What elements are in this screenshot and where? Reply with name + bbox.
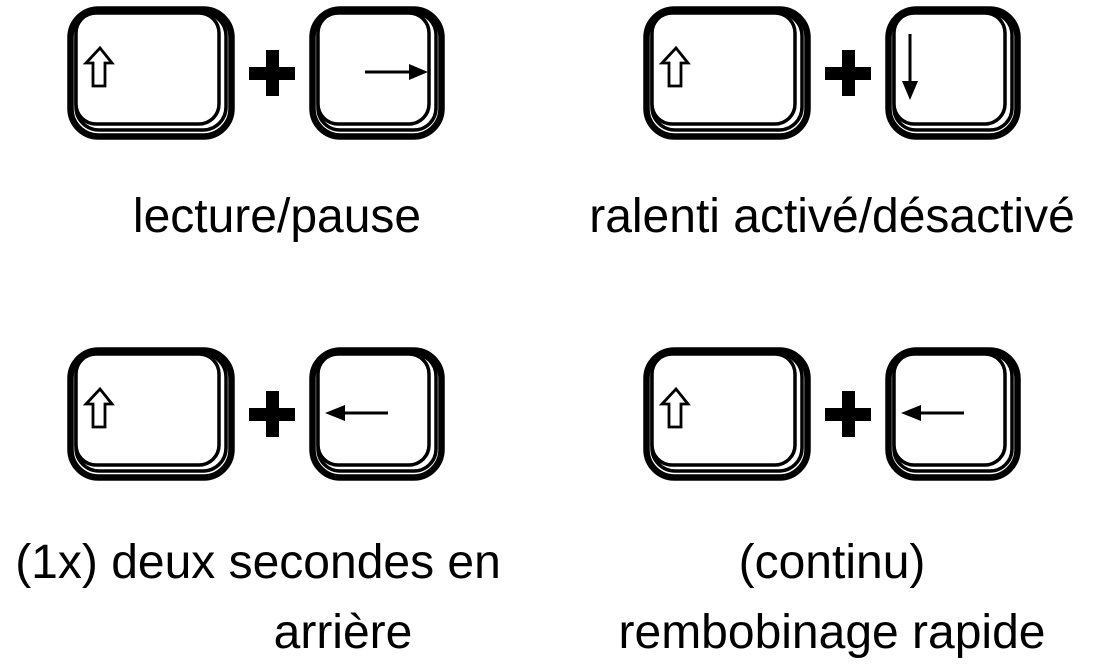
- shortcut-cell-play-pause: lecture/pause: [0, 0, 554, 335]
- down-arrow-head: [902, 81, 918, 100]
- shortcut-caption: (continu) rembobinage rapide: [555, 528, 1109, 668]
- key-cap-outline: [74, 352, 221, 467]
- arrow-left-key-icon: [309, 347, 445, 481]
- key-combo: [643, 6, 1021, 140]
- shift-key-icon: [643, 6, 811, 140]
- shortcut-caption: ralenti activé/désactivé: [555, 182, 1109, 252]
- caption-line: arrière: [273, 606, 413, 659]
- arrow-down-key-icon: [885, 6, 1021, 140]
- key-cap-outline: [892, 11, 1007, 126]
- shift-key-icon: [643, 347, 811, 481]
- key-combo: [67, 6, 445, 140]
- key-cap-outline: [316, 11, 431, 126]
- shift-arrow-glyph: [82, 386, 115, 429]
- plus-separator-icon: [249, 50, 295, 96]
- caption-line: (continu): [738, 536, 926, 589]
- shortcut-caption: (1x) deux secondes en arrière: [0, 528, 554, 668]
- shortcut-cell-two-seconds-back: (1x) deux secondes en arrière: [0, 335, 554, 670]
- arrow-left-key-icon: [885, 347, 1021, 481]
- plus-separator-icon: [825, 50, 871, 96]
- shift-key-icon: [67, 6, 235, 140]
- key-cap-outline: [650, 11, 797, 126]
- right-arrow-head: [409, 64, 428, 80]
- key-cap-outline: [316, 352, 431, 467]
- plus-separator-icon: [249, 391, 295, 437]
- left-arrow-head: [325, 405, 345, 421]
- shortcut-caption: lecture/pause: [0, 182, 554, 252]
- shift-arrow-glyph: [658, 45, 691, 88]
- plus-separator-icon: [825, 391, 871, 437]
- shift-arrow-glyph: [82, 45, 115, 88]
- caption-line: ralenti activé/désactivé: [589, 190, 1075, 243]
- left-arrow-head: [901, 405, 921, 421]
- shortcut-cell-fast-rewind: (continu) rembobinage rapide: [555, 335, 1109, 670]
- caption-line: rembobinage rapide: [618, 606, 1046, 659]
- key-combo: [67, 347, 445, 481]
- caption-line: lecture/pause: [132, 190, 422, 243]
- arrow-right-key-icon: [309, 6, 445, 140]
- key-cap-outline: [74, 11, 221, 126]
- shift-arrow-glyph: [658, 386, 691, 429]
- key-cap-outline: [650, 352, 797, 467]
- key-combo: [643, 347, 1021, 481]
- shortcut-cell-slow-motion: ralenti activé/désactivé: [555, 0, 1109, 335]
- key-cap-outline: [892, 352, 1007, 467]
- caption-line: (1x) deux secondes en: [15, 536, 501, 589]
- shift-key-icon: [67, 347, 235, 481]
